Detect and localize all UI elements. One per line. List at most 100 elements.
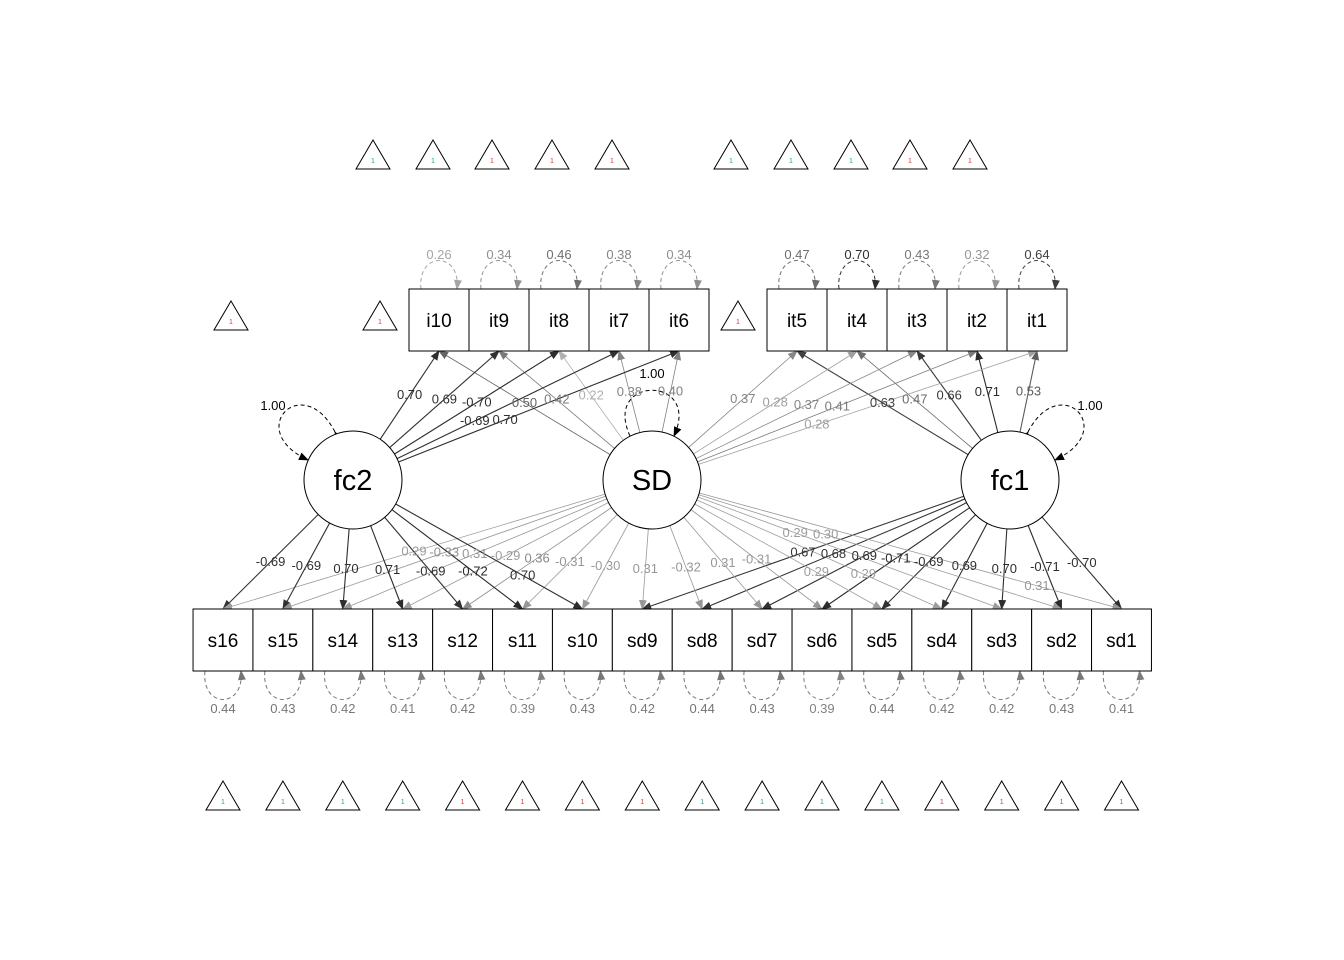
- loading-fc1-it3-label: 0.66: [937, 388, 962, 403]
- item-it8-residual: 0.46: [546, 247, 571, 262]
- loading-fc2-s12-label: -0.69: [416, 563, 446, 578]
- item-sd7-label: sd7: [747, 631, 778, 652]
- item-it8-label: it8: [549, 311, 569, 332]
- intercept-top-1-label: 1: [431, 158, 435, 165]
- loading-sd-s16-label: 0.29: [401, 544, 426, 559]
- intercept-top-3-label: 1: [550, 158, 554, 165]
- intercept-top-4-triangle-icon: [594, 139, 630, 170]
- item-sd5-residual: 0.44: [869, 701, 894, 716]
- intercept-latent-2-triangle-icon: [720, 300, 756, 331]
- loading-sd-s11: [521, 514, 618, 610]
- loading-fc1-sd2-label: -0.71: [1030, 559, 1060, 574]
- item-sd1-label: sd1: [1106, 631, 1137, 652]
- loading-fc1-it4-label: 0.47: [902, 392, 927, 407]
- item-sd8-label: sd8: [687, 631, 718, 652]
- item-s12-box: [432, 608, 494, 672]
- item-it2-residual: 0.32: [964, 247, 989, 262]
- loading-sd-sd9: [638, 528, 649, 610]
- intercept-top-8-triangle-icon: [892, 139, 928, 170]
- latent-fc2-variance-arrow: [278, 404, 343, 461]
- item-s15-residual-arrow: [261, 661, 306, 700]
- item-sd3-box: [971, 608, 1033, 672]
- item-sd6-box: [791, 608, 853, 672]
- item-it4-residual: 0.70: [844, 247, 869, 262]
- loading-fc1-sd8-label: 0.68: [821, 546, 846, 561]
- loading-fc2-s11: [391, 509, 524, 610]
- intercept-top-4-label: 1: [610, 158, 614, 165]
- loading-fc2-s16: [222, 514, 319, 610]
- item-s13-residual-arrow: [381, 661, 426, 700]
- item-sd8-residual-arrow: [681, 661, 726, 700]
- intercept-top-0-triangle-icon: [355, 139, 391, 170]
- intercept-bottom-6-label: 1: [580, 799, 584, 806]
- loading-sd-it3: [695, 350, 918, 459]
- intercept-bottom-4-label: 1: [461, 799, 465, 806]
- intercept-bottom-5-label: 1: [521, 799, 525, 806]
- item-i10-box: [408, 288, 470, 352]
- item-sd8-residual: 0.44: [690, 701, 715, 716]
- item-s16-residual-arrow: [201, 661, 246, 700]
- intercept-bottom-0-triangle-icon: [205, 780, 241, 811]
- loading-fc2-s15-label: -0.69: [291, 558, 321, 573]
- intercept-bottom-15-triangle-icon: [1103, 780, 1140, 811]
- loading-sd-s14: [341, 498, 607, 610]
- intercept-top-5-label: 1: [729, 158, 733, 165]
- item-it9-residual-arrow: [477, 260, 522, 299]
- loading-sd-it4: [693, 350, 858, 455]
- item-s16-box: [192, 608, 254, 672]
- loading-fc2-s15: [282, 522, 331, 610]
- item-it5-label: it5: [787, 311, 807, 332]
- loading-fc1-it2-label: 0.71: [975, 384, 1000, 399]
- item-sd1-residual-arrow: [1100, 661, 1145, 700]
- loading-sd-it1-label: 0.28: [804, 417, 829, 432]
- loading-sd-s15-label: -0.33: [429, 545, 459, 560]
- loading-fc1-sd7: [761, 502, 967, 610]
- loading-fc2-s11-label: -0.72: [458, 563, 488, 578]
- item-it9-box: [468, 288, 530, 352]
- latent-fc1-circle: [960, 430, 1060, 530]
- loading-sd-s15: [281, 495, 606, 610]
- loading-sd-it5: [688, 350, 798, 448]
- loading-fc2-it6-label: 0.70: [492, 412, 517, 427]
- intercept-bottom-13-triangle-icon: [983, 780, 1020, 811]
- loading-sd-sd6-label: -0.31: [742, 551, 772, 566]
- item-it1-residual-arrow: [1015, 260, 1060, 299]
- item-it2-box: [946, 288, 1008, 352]
- item-it2-label: it2: [967, 311, 987, 332]
- item-s13-box: [372, 608, 434, 672]
- item-it6-residual-arrow: [657, 260, 702, 299]
- item-s12-residual-arrow: [441, 661, 486, 700]
- loading-sd-sd5-label: 0.29: [804, 564, 829, 579]
- loading-fc1-sd6-label: -0.71: [881, 550, 911, 565]
- loading-sd-it1: [698, 350, 1038, 465]
- intercept-bottom-12-label: 1: [940, 799, 944, 806]
- latent-fc2-variance: 1.00: [260, 398, 285, 413]
- intercept-top-3-triangle-icon: [534, 139, 570, 170]
- intercept-latent-0-label: 1: [229, 319, 233, 326]
- latent-SD-circle: [602, 430, 702, 530]
- item-it3-residual-arrow: [895, 260, 940, 299]
- item-s11-box: [492, 608, 553, 672]
- intercept-bottom-3-label: 1: [401, 799, 405, 806]
- item-s11-label: s11: [508, 631, 537, 652]
- item-s10-residual-arrow: [561, 661, 606, 700]
- item-it1-box: [1006, 288, 1068, 352]
- loading-fc2-it8-label: -0.70: [462, 395, 492, 410]
- intercept-top-7-triangle-icon: [833, 139, 869, 170]
- loading-fc2-s10: [395, 503, 584, 610]
- intercept-bottom-14-label: 1: [1060, 799, 1064, 806]
- loading-sd-i10-label: 0.50: [512, 395, 537, 410]
- loading-sd-s10: [581, 522, 630, 610]
- item-sd6-residual: 0.39: [809, 701, 834, 716]
- intercept-bottom-15-label: 1: [1120, 799, 1124, 806]
- intercept-top-6-label: 1: [789, 158, 793, 165]
- intercept-bottom-10-triangle-icon: [804, 780, 840, 811]
- item-sd3-residual-arrow: [980, 661, 1025, 700]
- intercept-bottom-3-triangle-icon: [384, 780, 421, 811]
- loading-fc1-it2: [975, 350, 999, 433]
- loading-sd-sd7: [683, 517, 763, 610]
- loading-fc1-sd9: [641, 495, 964, 610]
- intercept-top-2-triangle-icon: [474, 139, 510, 170]
- item-sd7-residual: 0.43: [749, 701, 774, 716]
- intercept-bottom-5-triangle-icon: [504, 780, 541, 811]
